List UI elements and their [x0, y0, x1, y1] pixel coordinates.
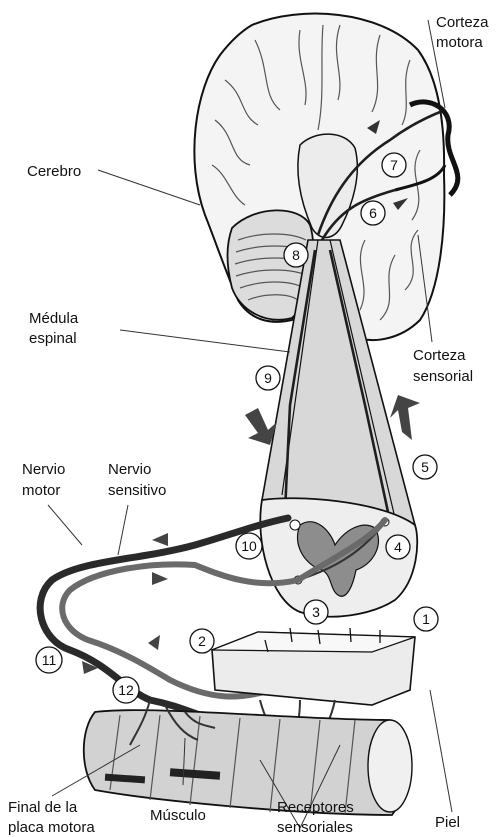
- label-receptores-1: Receptores: [277, 799, 354, 816]
- sensory-arrow: [152, 572, 168, 585]
- step-marker-4: 4: [386, 535, 410, 559]
- step-marker-8: 8: [284, 243, 308, 267]
- label-corteza-motora-2: motora: [436, 34, 483, 51]
- svg-text:7: 7: [390, 157, 398, 173]
- label-corteza-sensorial-1: Corteza: [413, 347, 466, 364]
- svg-text:4: 4: [394, 539, 402, 555]
- svg-text:5: 5: [421, 459, 429, 475]
- ascending-arrow: [390, 395, 420, 440]
- step-marker-11: 11: [36, 647, 62, 673]
- step-marker-3: 3: [304, 600, 328, 624]
- label-nervio-motor-1: Nervio: [22, 461, 65, 478]
- svg-text:11: 11: [42, 652, 57, 668]
- svg-text:3: 3: [312, 604, 320, 620]
- svg-text:1: 1: [422, 611, 430, 627]
- svg-text:9: 9: [264, 370, 272, 386]
- muscle-illustration: [84, 700, 412, 815]
- motor-arrow: [152, 533, 168, 546]
- label-receptores-2: sensoriales: [277, 819, 353, 836]
- step-marker-6: 6: [361, 201, 385, 225]
- step-marker-12: 12: [113, 677, 139, 703]
- step-marker-1: 1: [414, 607, 438, 631]
- label-musculo: Músculo: [150, 807, 206, 824]
- label-nervio-motor-2: motor: [22, 482, 60, 499]
- svg-text:10: 10: [241, 538, 257, 554]
- label-cerebro: Cerebro: [27, 163, 81, 180]
- step-marker-5: 5: [413, 455, 437, 479]
- svg-text:8: 8: [292, 247, 300, 263]
- label-corteza-motora-1: Corteza: [436, 14, 489, 31]
- label-nervio-sensitivo-2: sensitivo: [108, 482, 166, 499]
- step-marker-2: 2: [190, 629, 214, 653]
- step-marker-10: 10: [236, 533, 262, 559]
- label-piel: Piel: [435, 814, 460, 831]
- label-corteza-sensorial-2: sensorial: [413, 368, 473, 385]
- label-final-placa-1: Final de la: [8, 799, 78, 816]
- step-marker-9: 9: [256, 366, 280, 390]
- svg-text:2: 2: [198, 633, 206, 649]
- svg-text:6: 6: [369, 205, 377, 221]
- label-final-placa-2: placa motora: [8, 819, 95, 836]
- svg-text:12: 12: [118, 682, 134, 698]
- label-nervio-sensitivo-1: Nervio: [108, 461, 151, 478]
- step-marker-7: 7: [382, 153, 406, 177]
- nerve-arrow-2: [148, 635, 160, 650]
- label-medula-2: espinal: [29, 330, 77, 347]
- label-medula-1: Médula: [29, 310, 79, 327]
